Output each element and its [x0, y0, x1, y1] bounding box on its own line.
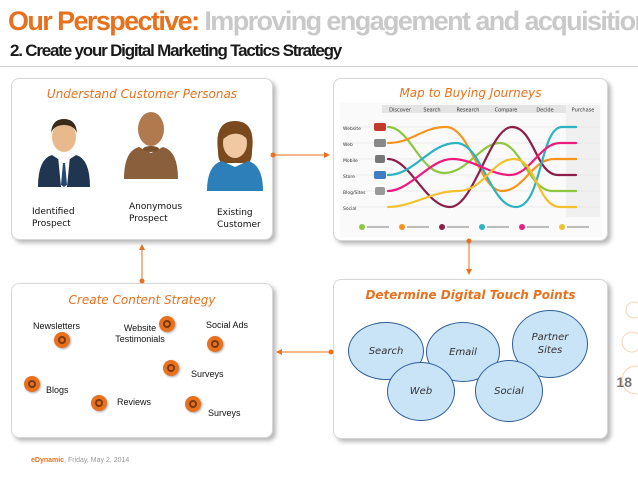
- footer-date: Friday, May 2, 2014: [68, 457, 129, 464]
- decorative-circles: [612, 300, 638, 430]
- footer-brand: eDynamic: [31, 457, 64, 464]
- page-number: 18: [616, 374, 632, 390]
- footer: eDynamic, Friday, May 2, 2014: [31, 457, 129, 464]
